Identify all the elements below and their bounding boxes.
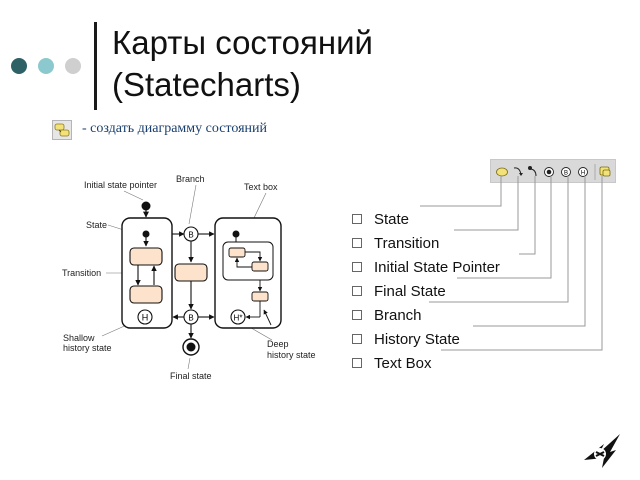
bullet-icon: [352, 214, 362, 225]
branch-tool-button[interactable]: B: [561, 167, 571, 177]
text-box-tool-button[interactable]: [599, 166, 611, 177]
corner-logo-icon: [584, 434, 620, 468]
subtitle-text: - создать диаграмму состояний: [82, 121, 267, 136]
label-deep-history-2: history state: [267, 350, 316, 360]
history-tool-glyph: H: [581, 171, 585, 177]
legend-item-transition: Transition: [352, 232, 500, 256]
branch-bottom-glyph: B: [188, 314, 193, 323]
label-transition: Transition: [62, 268, 101, 278]
state-box-middle: [174, 263, 208, 282]
decor-dot-light: [38, 58, 54, 74]
state-box-2: [129, 285, 163, 304]
legend-item-state: State: [352, 208, 500, 232]
decor-dot-dark: [11, 58, 27, 74]
initial-pointer-inner: [142, 230, 150, 238]
initial-pointer-outer: [141, 201, 151, 211]
label-final-state: Final state: [170, 371, 212, 381]
tool-legend: State Transition Initial State Pointer F…: [352, 208, 500, 376]
legend-item-initial-state-pointer: Initial State Pointer: [352, 256, 500, 280]
label-shallow-history-1: Shallow: [63, 333, 95, 343]
legend-item-final-state: Final State: [352, 280, 500, 304]
title-divider: [94, 22, 97, 110]
label-initial-state-pointer: Initial state pointer: [84, 180, 157, 190]
transition-tool-button[interactable]: [513, 167, 523, 176]
slide-title: Карты состояний (Statecharts): [112, 22, 373, 106]
label-text-box: Text box: [244, 182, 278, 192]
legend-item-branch: Branch: [352, 304, 500, 328]
shallow-history-state: [137, 309, 153, 325]
label-deep-history-1: Deep: [267, 339, 289, 349]
legend-item-text-box: Text Box: [352, 352, 500, 376]
state-tool-icon: [496, 167, 508, 177]
bullet-icon: [352, 286, 362, 297]
initial-pointer-right: [232, 230, 240, 238]
bullet-icon: [352, 262, 362, 273]
state-box-1: [129, 247, 163, 266]
history-tool-button[interactable]: H: [578, 167, 588, 177]
initial-pointer-tool-button[interactable]: [528, 166, 537, 177]
label-shallow-history-2: history state: [63, 343, 112, 353]
bullet-icon: [352, 358, 362, 369]
deep-history-state: [230, 309, 246, 325]
bullet-icon: [352, 310, 362, 321]
shallow-history-glyph: H: [142, 313, 149, 323]
decor-dot-gray: [65, 58, 81, 74]
final-state-tool-button[interactable]: [544, 167, 554, 177]
bullet-icon: [352, 334, 362, 345]
statechart-toolbar: B H: [490, 159, 616, 183]
state-tool-button[interactable]: [496, 167, 508, 177]
deep-history-glyph: H*: [234, 314, 243, 323]
statechart-diagram: Initial state pointer Branch Text box St…: [62, 174, 316, 381]
label-state: State: [86, 220, 107, 230]
legend-item-history-state: History State: [352, 328, 500, 352]
branch-tool-glyph: B: [564, 171, 568, 177]
title-line-1: Карты состояний: [112, 24, 373, 61]
label-branch: Branch: [176, 174, 205, 184]
bullet-icon: [352, 238, 362, 249]
statechart-tool-icon: [52, 120, 72, 140]
title-line-2: (Statecharts): [112, 66, 301, 103]
branch-top-glyph: B: [188, 231, 193, 240]
